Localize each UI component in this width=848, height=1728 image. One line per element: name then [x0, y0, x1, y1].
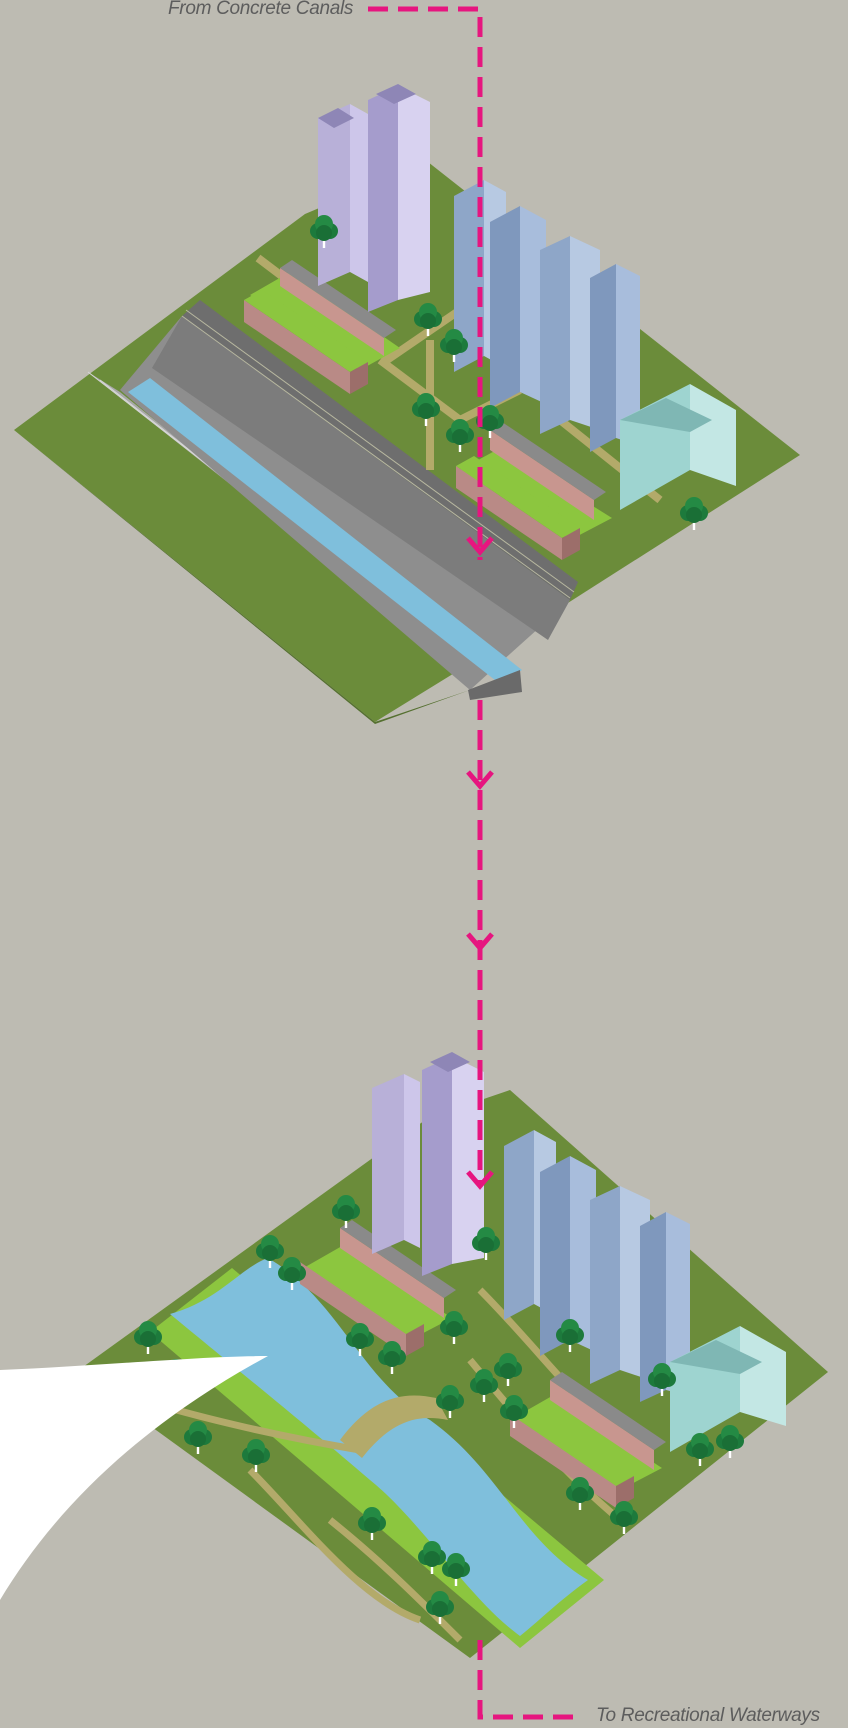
from-label: From Concrete Canals [168, 0, 353, 20]
to-label: To Recreational Waterways [596, 1705, 820, 1727]
lavender-towers-bottom [372, 1052, 484, 1276]
lavender-towers [318, 84, 430, 312]
flow-line-bottom [480, 1640, 578, 1717]
recreational-waterway-scene [0, 1052, 828, 1658]
concrete-canal-scene [14, 84, 800, 724]
